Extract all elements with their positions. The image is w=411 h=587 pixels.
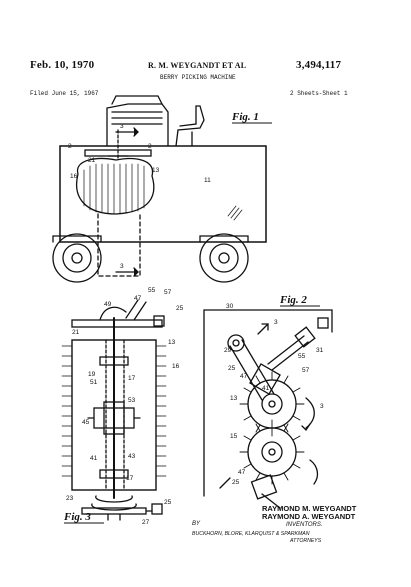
fig3-label: Fig. 3: [63, 511, 91, 523]
fig3-ref: 16: [172, 363, 180, 370]
fig3-ref: 17: [128, 375, 136, 382]
fig3-ref: 21: [72, 329, 80, 336]
inventor-short-name: R. M. WEYGANDT ET AL: [148, 61, 247, 70]
fig2-ref: 31: [316, 347, 324, 354]
fig3-ref: 25: [164, 499, 172, 506]
fig3-ref: 45: [82, 419, 90, 426]
attorney-firm: BUCKHORN, BLORE, KLARQUIST & SPARKMAN: [192, 531, 310, 537]
fig2-ref: 15: [230, 433, 238, 440]
fig3-ref: 43: [128, 453, 136, 460]
fig1-ref: 2: [148, 143, 152, 150]
fig2-label: Fig. 2: [279, 294, 307, 306]
fig1-ref: 11: [204, 177, 211, 184]
fig2-drawing: [203, 309, 333, 509]
fig3-ref: 17: [126, 475, 134, 482]
fig1-drawing: [52, 95, 267, 283]
fig2-ref: 47: [238, 469, 246, 476]
fig2-ref: 47: [240, 373, 248, 380]
fig3-ref: 25: [176, 305, 184, 312]
fig1-ref: 3: [120, 263, 124, 270]
sheet-count: 2 Sheets-Sheet 1: [290, 90, 348, 97]
fig2-ref: 3: [274, 319, 278, 326]
fig3-ref: 53: [128, 397, 136, 404]
fig1-ref: 13: [152, 167, 160, 174]
fig3-ref: 23: [66, 495, 74, 502]
fig1-ref: 3: [120, 123, 124, 130]
fig1-label: Fig. 1: [231, 111, 259, 123]
fig2-ref: 13: [230, 395, 238, 402]
inventors-caption: INVENTORS.: [286, 522, 323, 528]
patent-number: 3,494,117: [296, 59, 342, 71]
filed-date: Filed June 15, 1967: [30, 90, 99, 97]
fig3-reference-numerals: 49 47 55 57 25 21 13 16 19 51 17 53 45 4…: [66, 287, 184, 526]
fig2-ref: 3: [320, 403, 324, 410]
fig3-ref: 51: [90, 379, 98, 386]
fig2-ref: 25: [232, 479, 240, 486]
fig3-ref: 55: [148, 287, 156, 294]
attorneys-caption: ATTORNEYS: [290, 538, 322, 544]
fig3-ref: 13: [168, 339, 176, 346]
fig1-ref: 21: [88, 157, 96, 164]
fig2-ref: 55: [298, 353, 306, 360]
fig2-reference-numerals: 30 3 29 55 31 57 25 47 41 13 3 15 47 25: [224, 303, 324, 486]
fig3-ref: 57: [164, 289, 172, 296]
fig3-drawing: [61, 299, 167, 521]
fig1-ref: 2: [68, 143, 72, 150]
patent-title: BERRY PICKING MACHINE: [160, 74, 236, 81]
fig2-ref: 41: [262, 385, 270, 392]
fig2-ref: 25: [228, 365, 236, 372]
patent-date: Feb. 10, 1970: [30, 59, 95, 71]
fig3-ref: 47: [134, 295, 142, 302]
fig1-reference-numerals: 3 2 2 21 13 16 11 3: [68, 123, 211, 270]
by-label: BY: [192, 521, 201, 527]
fig2-ref: 29: [224, 347, 232, 354]
fig2-ref: 30: [226, 303, 234, 310]
fig3-ref: 41: [90, 455, 98, 462]
inventor-name: RAYMOND M. WEYGANDT: [262, 504, 357, 513]
fig3-ref: 19: [88, 371, 96, 378]
fig3-ref: 27: [142, 519, 150, 526]
fig2-ref: 57: [302, 367, 310, 374]
fig1-ref: 16: [70, 173, 78, 180]
inventor-name: RAYMOND A. WEYGANDT: [262, 512, 356, 521]
fig3-ref: 49: [104, 301, 112, 308]
